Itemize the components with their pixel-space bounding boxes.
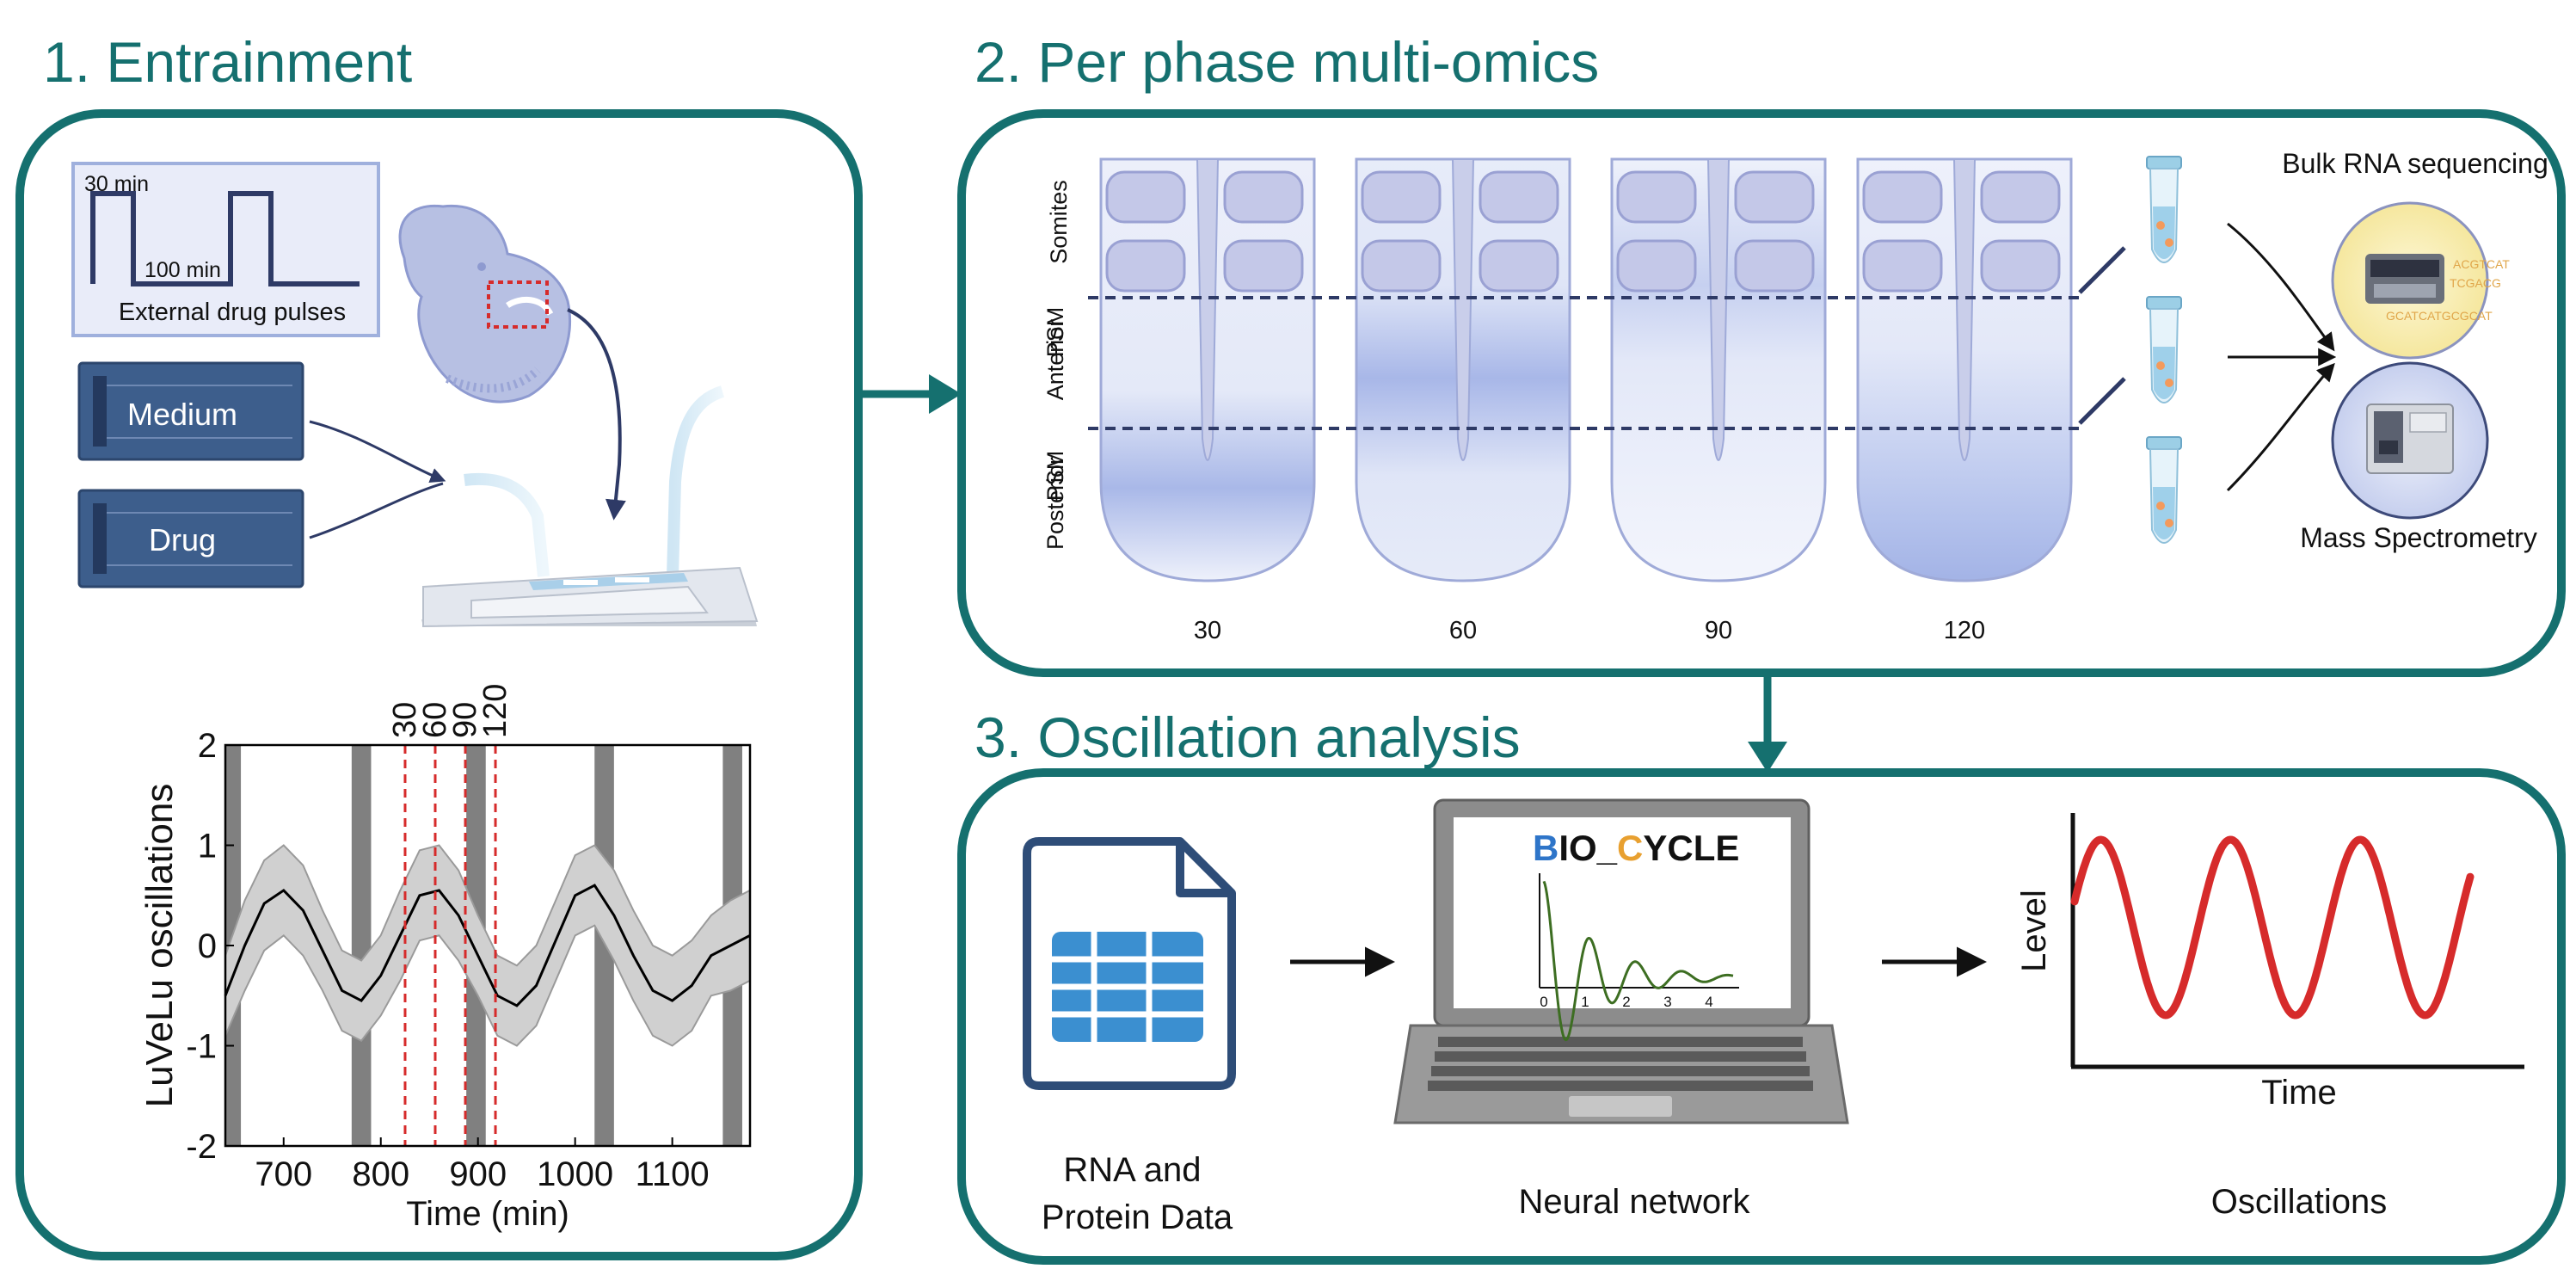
sine-wave [2070,835,2475,1020]
drug-syringe: Drug [77,489,304,588]
x-tick-label: 1100 [636,1155,710,1193]
phase-label-30: 30 [1194,617,1221,644]
oscillation-mean-line [224,884,751,1007]
region-labels: Somites AnteriorPSM PosteriorPSM [1042,180,1072,550]
entrainment-title: 1. Entrainment [43,30,412,94]
microfluidic-chip [421,385,759,628]
dna-sequence-decoration: ACGTCAT [2453,257,2510,271]
pulse-caption: External drug pulses [119,299,346,326]
oscillation-panel [957,768,2566,1265]
psm-tail-sections [1099,157,2073,582]
phase-line-label-30: 30 [387,702,423,738]
oscillations-plot: Level Time [2015,813,2524,1112]
tube-icon [2146,296,2182,403]
pulse-100min-label: 100 min [144,258,221,282]
tube-arrow-top [2227,222,2335,352]
y-tick-label: -1 [186,1028,217,1066]
drug-label: Drug [149,522,216,557]
entrainment-panel [15,109,863,1260]
embryo-tail-selection [487,280,549,329]
phase-line-label-60: 60 [417,702,453,738]
x-tick-label: 900 [449,1155,507,1193]
mini-tick-label: 4 [1705,994,1712,1010]
neural-network-label: Neural network [1518,1183,1750,1221]
y-tick-label: 0 [198,927,217,965]
anterior-psm-label: AnteriorPSM [1042,307,1068,401]
oscillation-title: 3. Oscillation analysis [974,705,1521,769]
mini-tick-label: 0 [1540,994,1547,1010]
phase-label-60: 60 [1449,617,1477,644]
posterior-psm-label: PosteriorPSM [1042,451,1068,550]
drug-flow-arrow [309,482,444,539]
mini-tick-label: 1 [1581,994,1589,1010]
damped-oscillation-curve [1542,880,1734,1042]
bulk-rna-label: Bulk RNA sequencing [2282,148,2548,179]
rna-protein-data-label: RNA and Protein Data [1042,1151,1233,1236]
x-tick-label: 700 [255,1155,312,1193]
x-ticks: 700 800 900 1000 1100 [255,1137,710,1193]
embryo-to-chip-arrow [567,308,626,521]
biocycle-logo: BIO_CYCLE [1533,828,1739,868]
panel-arrow-right [858,374,962,414]
biocycle-mini-chart: 0 1 2 3 4 [1539,873,1739,1042]
mini-tick-label: 3 [1663,994,1671,1010]
level-axis-label: Level [2015,890,2053,972]
tube-icon [2146,436,2182,544]
mini-chart-ticks: 0 1 2 3 4 [1540,994,1712,1010]
drug-pulse-bar-1 [351,745,372,1146]
sample-tubes [2146,156,2182,544]
svg-text:BIO_CYCLE: BIO_CYCLE [1533,828,1739,868]
scalpel-icon [2078,246,2126,425]
time-axis-label: Time [2261,1074,2336,1112]
embryo-illustration [398,204,626,521]
data-file-icon [1023,837,1236,1090]
mass-spec-label: Mass Spectrometry [2300,522,2537,553]
psm-tail-60 [1355,157,1571,582]
somites-label: Somites [1046,180,1072,264]
pulse-trace [90,191,360,286]
y-axis-label: LuVeLu oscillations [138,784,181,1108]
panel-arrow-down [1748,677,1787,773]
mini-tick-label: 2 [1622,994,1630,1010]
tube-arrow-bottom [2226,362,2335,492]
drug-pulse-bar-3 [594,745,614,1146]
svg-text:GCATCATGCGCAT: GCATCATGCGCAT [2386,309,2493,323]
psm-tail-120 [1856,157,2073,582]
multiomics-panel [957,109,2566,677]
mass-spectrometer [2331,361,2489,520]
medium-label: Medium [127,397,237,432]
psm-tail-90 [1610,157,1827,582]
pulse-30min-label: 30 min [84,172,149,196]
y-tick-label: -2 [186,1128,217,1166]
x-tick-label: 1000 [537,1155,613,1193]
y-ticks: -2 -1 0 1 2 [186,727,234,1166]
phase-line-label-90: 90 [447,702,483,738]
oscillation-confidence-band [224,844,751,1047]
pulse-diagram: 30 min 100 min External drug pulses [71,162,380,337]
medium-syringe: Medium [77,361,304,461]
phase-labels: 30 60 90 120 [1194,617,1985,644]
x-axis-label: Time (min) [406,1195,569,1233]
x-tick-label: 800 [352,1155,409,1193]
phase-line-label-120: 120 [477,684,513,738]
tube-icon [2146,156,2182,263]
y-tick-label: 2 [198,727,217,765]
svg-text:TCGACG: TCGACG [2450,276,2501,290]
psm-tail-30 [1099,157,1316,582]
multiomics-title: 2. Per phase multi-omics [974,30,1599,94]
laptop-icon [1393,798,1849,1124]
medium-flow-arrow [309,420,446,484]
oscillations-label: Oscillations [2211,1183,2388,1221]
phase-label-90: 90 [1705,617,1732,644]
rna-sequencer: ACGTCAT TCGACG GCATCATGCGCAT [2331,201,2510,360]
phase-label-120: 120 [1944,617,1985,644]
y-tick-label: 1 [198,828,217,866]
